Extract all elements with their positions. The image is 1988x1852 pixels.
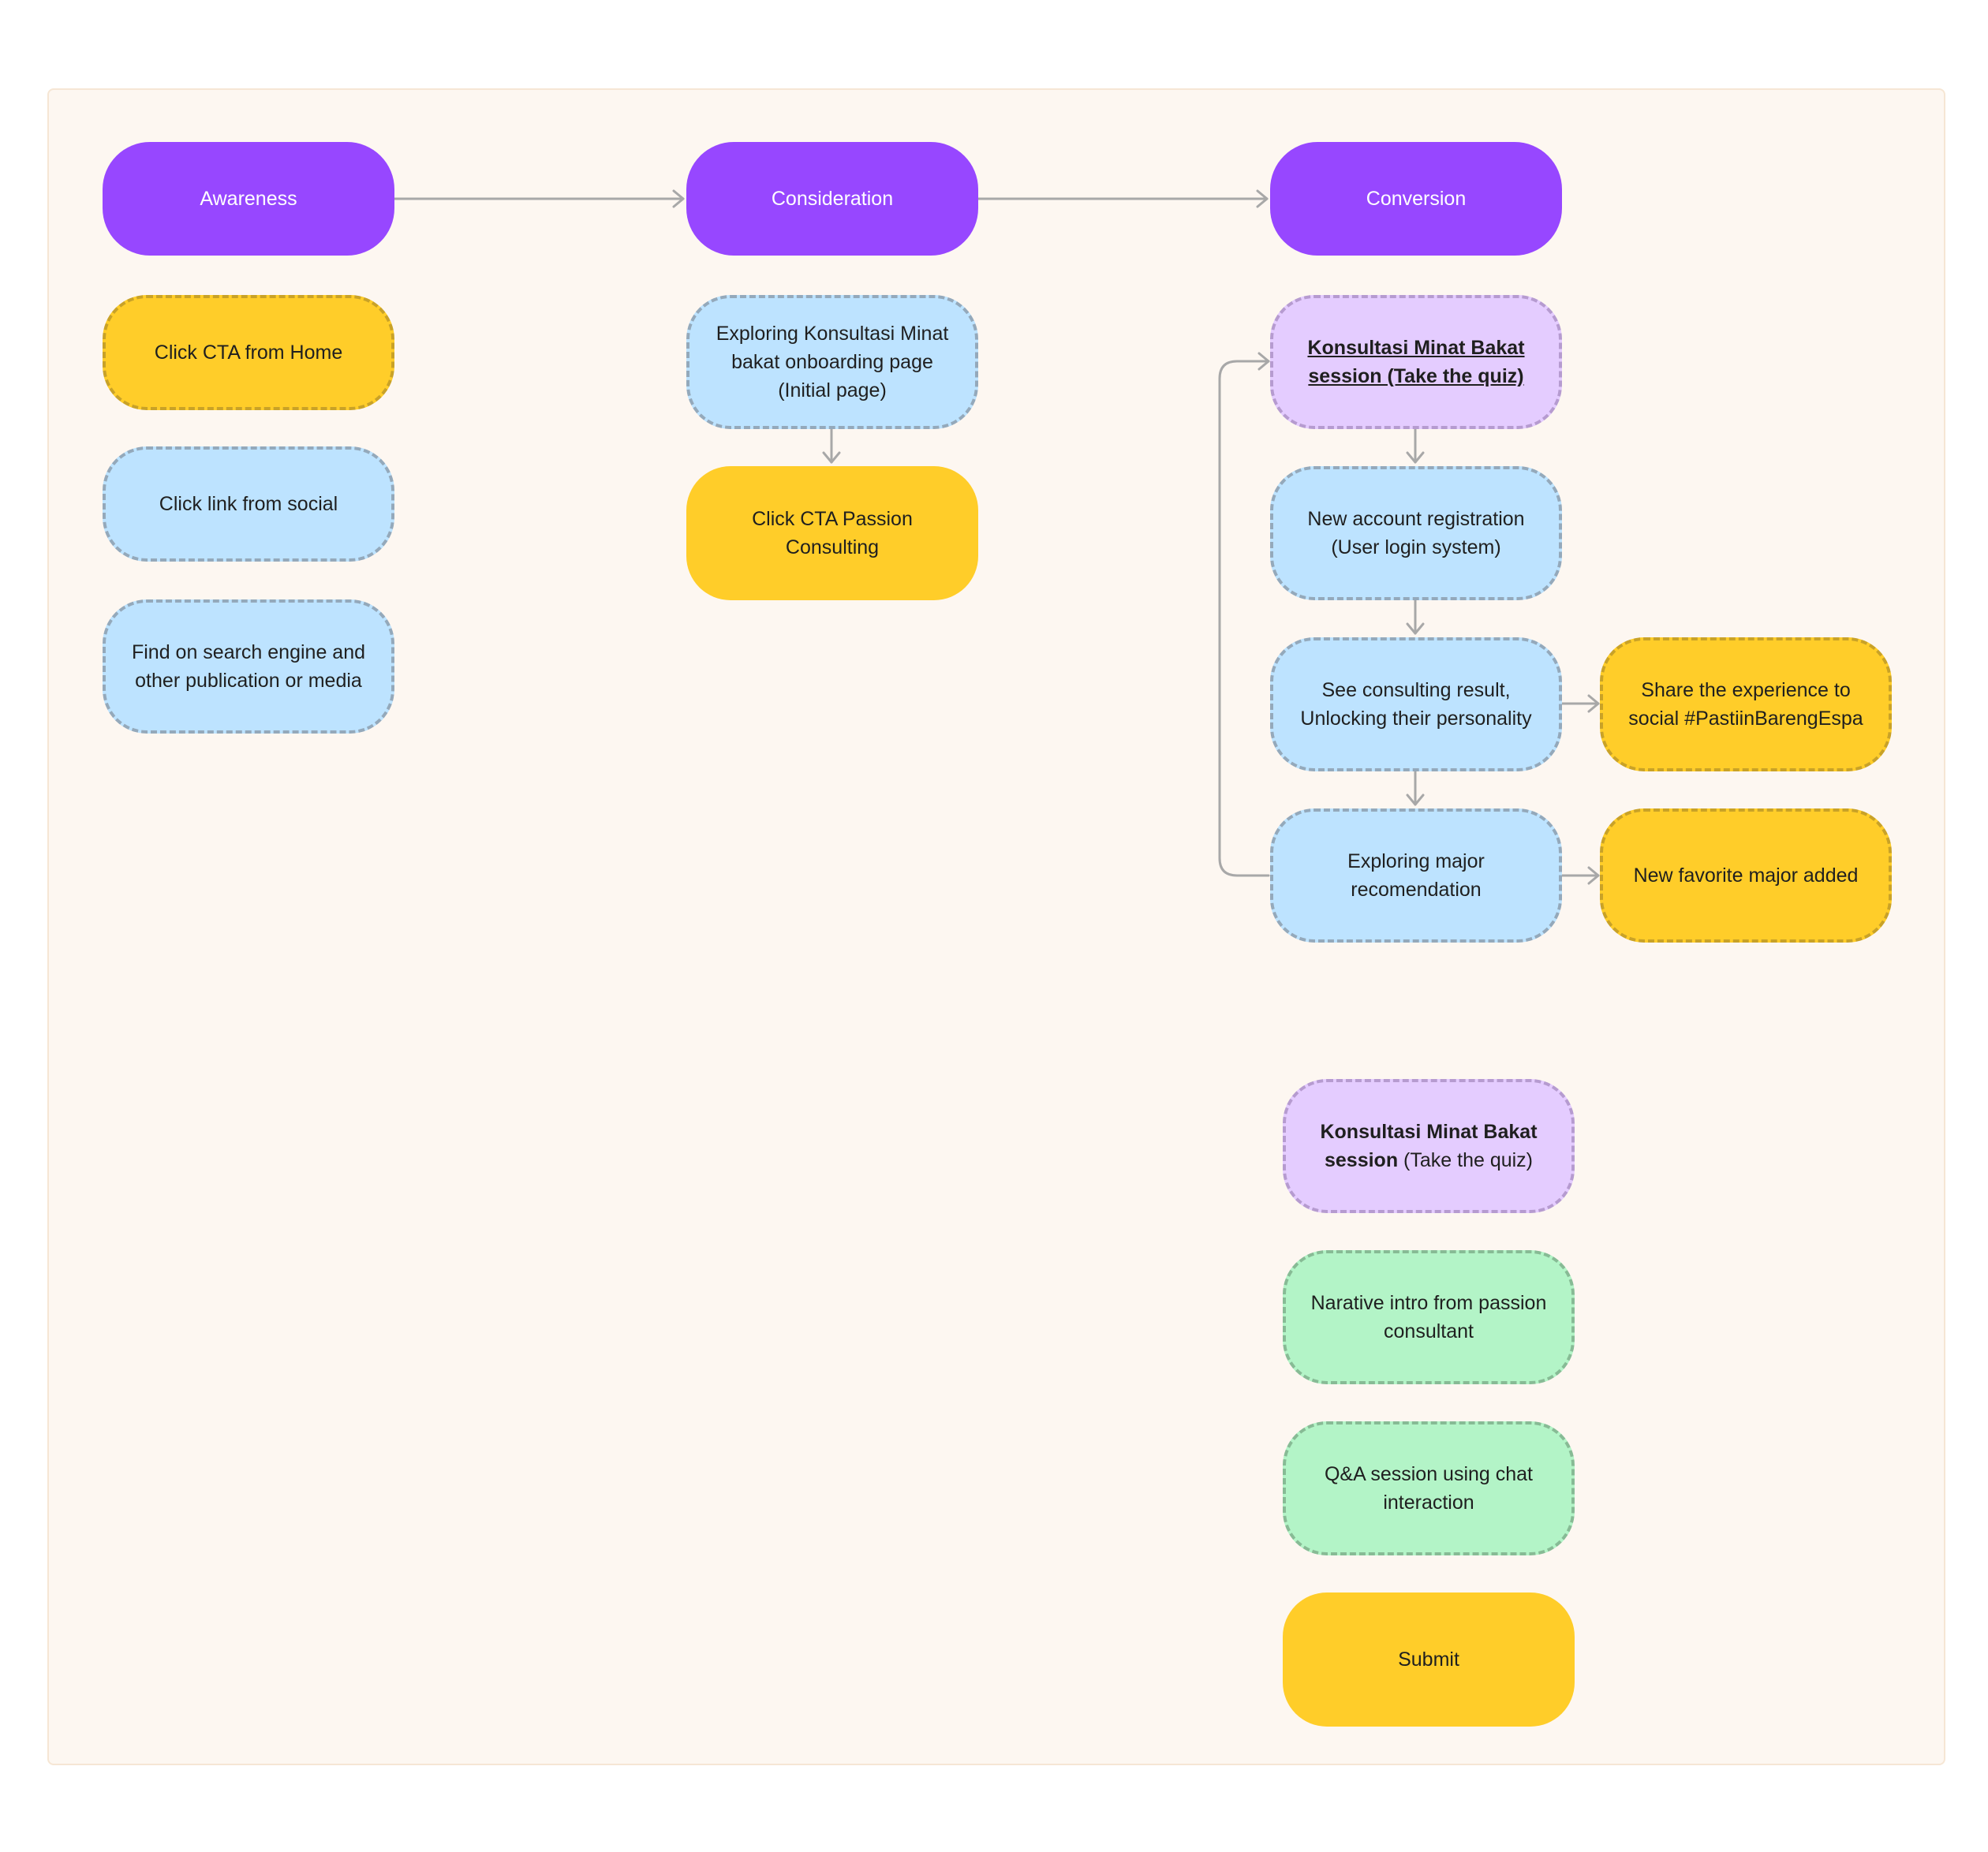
node-quiz-session-detail-bold: Konsultasi Minat Bakat session — [1320, 1121, 1538, 1171]
node-click-cta-home-label: Click CTA from Home — [154, 342, 343, 364]
connector-result-to-share — [1560, 694, 1600, 713]
node-share-experience-label: Share the experience to social #PastiinB… — [1628, 679, 1863, 730]
node-share-experience: Share the experience to social #PastiinB… — [1600, 637, 1892, 771]
node-favorite-major: New favorite major added — [1600, 808, 1892, 943]
node-click-cta-home: Click CTA from Home — [103, 295, 394, 410]
node-click-link-social-label: Click link from social — [159, 493, 338, 515]
node-favorite-major-label: New favorite major added — [1633, 864, 1859, 887]
node-qa-session-label: Q&A session using chat interaction — [1324, 1463, 1534, 1514]
node-consulting-result: See consulting result, Unlocking their p… — [1270, 637, 1562, 771]
stage-consideration-label: Consideration — [771, 188, 894, 210]
connector-session-to-registration — [1406, 428, 1425, 464]
node-account-registration: New account registration (User login sys… — [1270, 466, 1562, 600]
node-quiz-session-label: Konsultasi Minat Bakat session (Take the… — [1307, 337, 1525, 387]
node-quiz-session-detail-text: Konsultasi Minat Bakat session (Take the… — [1306, 1118, 1551, 1174]
connector-major-loop-to-session — [1218, 352, 1270, 877]
node-search-engine-label: Find on search engine and other publicat… — [131, 641, 366, 692]
node-click-cta-passion: Click CTA Passion Consulting — [686, 466, 978, 600]
connector-major-to-favorite — [1560, 866, 1600, 885]
node-quiz-session-detail: Konsultasi Minat Bakat session (Take the… — [1283, 1079, 1575, 1213]
stage-conversion-label: Conversion — [1366, 188, 1467, 210]
node-onboarding-page: Exploring Konsultasi Minat bakat onboard… — [686, 295, 978, 429]
node-search-engine: Find on search engine and other publicat… — [103, 599, 394, 734]
node-onboarding-page-label: Exploring Konsultasi Minat bakat onboard… — [716, 323, 949, 401]
stage-conversion: Conversion — [1270, 142, 1562, 256]
node-click-cta-passion-label: Click CTA Passion Consulting — [752, 508, 913, 558]
connector-registration-to-result — [1406, 599, 1425, 635]
node-major-recommendation-label: Exploring major recomendation — [1347, 850, 1485, 901]
stage-awareness-label: Awareness — [200, 188, 297, 210]
node-submit: Submit — [1283, 1592, 1575, 1727]
stage-awareness: Awareness — [103, 142, 394, 256]
node-major-recommendation: Exploring major recomendation — [1270, 808, 1562, 943]
node-account-registration-label: New account registration (User login sys… — [1307, 508, 1525, 558]
stage-consideration: Consideration — [686, 142, 978, 256]
connector-awareness-to-consideration — [393, 189, 685, 208]
connector-result-to-major — [1406, 770, 1425, 806]
node-submit-label: Submit — [1398, 1649, 1459, 1671]
node-qa-session: Q&A session using chat interaction — [1283, 1421, 1575, 1555]
connector-consideration-to-conversion — [977, 189, 1269, 208]
node-narrative-intro-label: Narative intro from passion consultant — [1310, 1292, 1547, 1342]
node-quiz-session-detail-rest: (Take the quiz) — [1398, 1149, 1534, 1171]
node-click-link-social: Click link from social — [103, 446, 394, 562]
node-narrative-intro: Narative intro from passion consultant — [1283, 1250, 1575, 1384]
node-consulting-result-label: See consulting result, Unlocking their p… — [1300, 679, 1532, 730]
connector-onboarding-to-cta-passion — [822, 428, 841, 464]
node-quiz-session: Konsultasi Minat Bakat session (Take the… — [1270, 295, 1562, 429]
